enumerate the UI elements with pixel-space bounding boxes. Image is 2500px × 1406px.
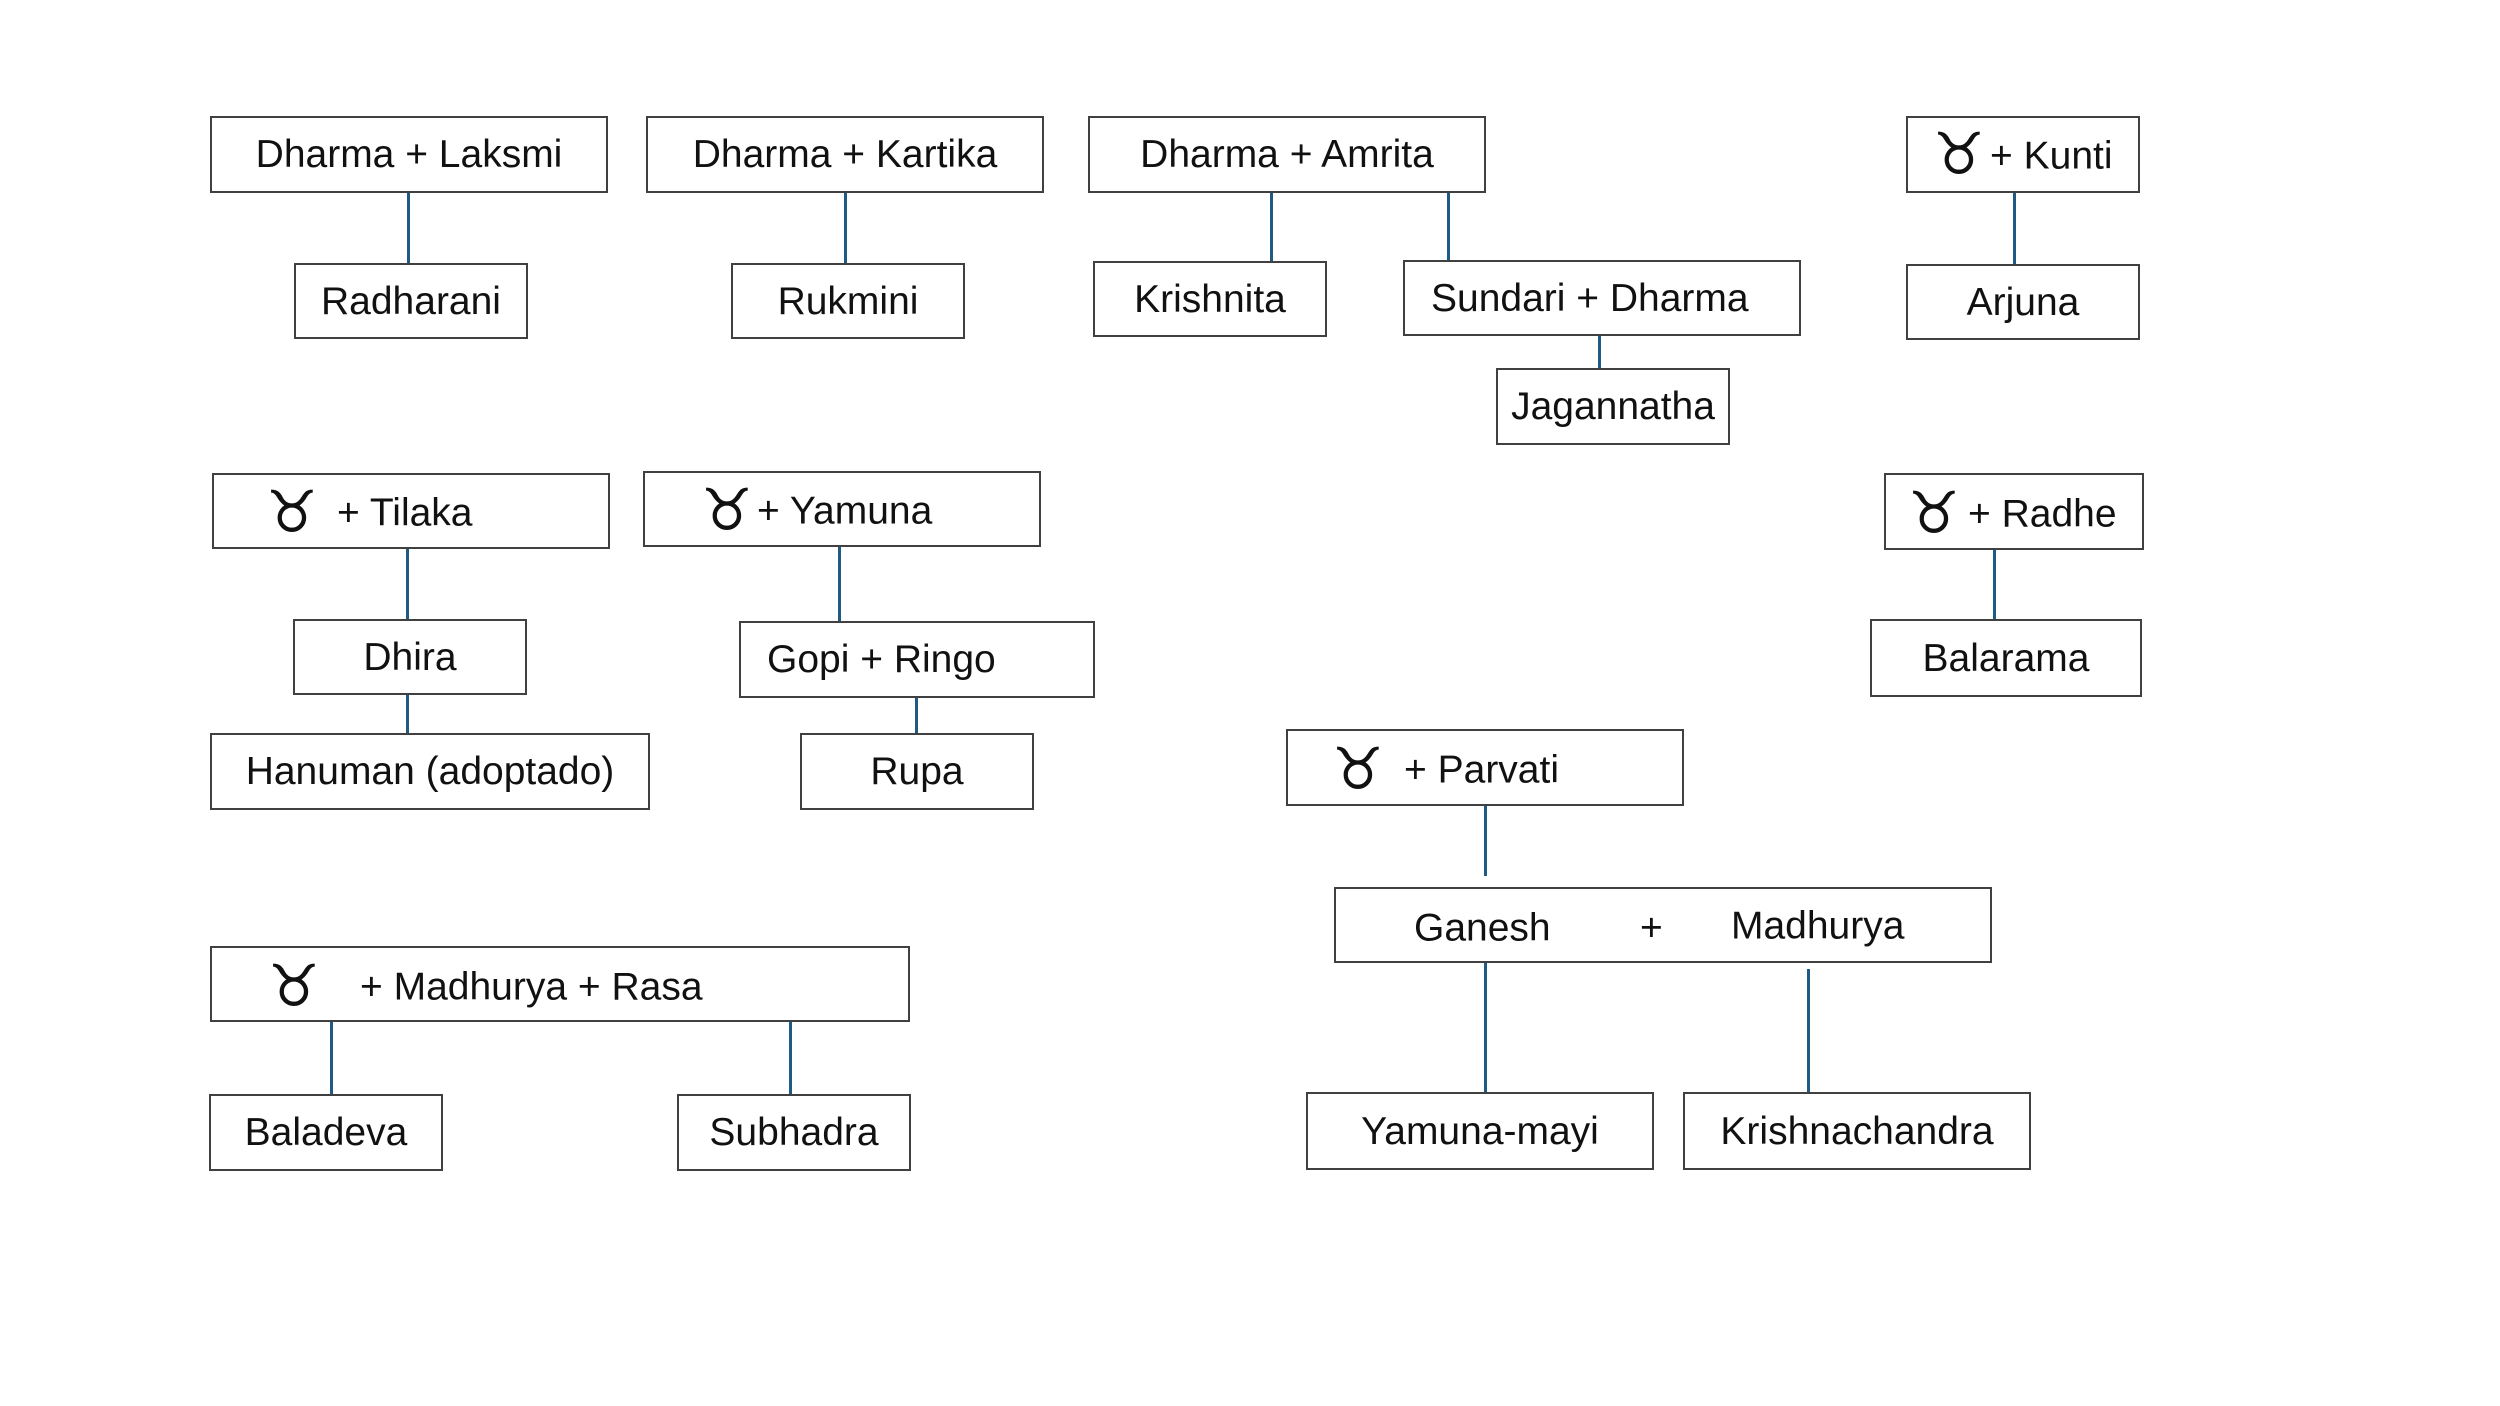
connector bbox=[1807, 969, 1810, 1097]
node-balarama: Balarama bbox=[1870, 619, 2142, 697]
node-subhadra: Subhadra bbox=[677, 1094, 911, 1171]
node-label: Rupa bbox=[870, 750, 964, 793]
node-taurus-yamuna: ♉ + Yamuna bbox=[643, 471, 1041, 547]
node-dhira: Dhira bbox=[293, 619, 527, 695]
taurus-icon: ♉ bbox=[1908, 479, 1960, 547]
node-label: + Tilaka bbox=[337, 491, 473, 535]
node-ganesh-madhurya: Ganesh + Madhurya bbox=[1334, 887, 1992, 963]
node-baladeva: Baladeva bbox=[209, 1094, 443, 1171]
node-label: Rukmini bbox=[777, 279, 919, 323]
node-label: Subhadra bbox=[709, 1111, 879, 1154]
node-yamuna-mayi: Yamuna-mayi bbox=[1306, 1092, 1654, 1170]
node-label: Krishnachandra bbox=[1720, 1109, 1994, 1153]
node-label: + Madhurya + Rasa bbox=[360, 965, 703, 1009]
node-taurus-madhurya-rasa: ♉ + Madhurya + Rasa bbox=[210, 946, 910, 1022]
node-krishnita: Krishnita bbox=[1093, 261, 1327, 337]
node-label: Sundari + Dharma bbox=[1431, 276, 1749, 320]
node-label: + Kunti bbox=[1990, 134, 2113, 178]
connector bbox=[330, 1020, 333, 1095]
connector bbox=[1598, 334, 1601, 368]
node-label: Dhira bbox=[363, 635, 457, 679]
node-krishnachandra: Krishnachandra bbox=[1683, 1092, 2031, 1170]
taurus-icon: ♉ bbox=[266, 478, 318, 546]
taurus-icon: ♉ bbox=[1332, 735, 1384, 803]
node-taurus-kunti: ♉ + Kunti bbox=[1906, 116, 2140, 193]
connector bbox=[406, 548, 409, 619]
connector bbox=[1484, 804, 1487, 876]
node-taurus-tilaka: ♉ + Tilaka bbox=[212, 473, 610, 549]
node-label: Gopi + Ringo bbox=[767, 638, 996, 681]
connector bbox=[407, 192, 410, 263]
node-label: Krishnita bbox=[1134, 277, 1286, 321]
taurus-icon: ♉ bbox=[1933, 120, 1985, 188]
taurus-icon: ♉ bbox=[268, 952, 320, 1020]
connector bbox=[915, 696, 918, 734]
node-taurus-radhe: ♉ + Radhe bbox=[1884, 473, 2144, 550]
node-label: Jagannatha bbox=[1511, 385, 1715, 428]
node-label: Dharma + Amrita bbox=[1140, 133, 1434, 176]
node-rupa: Rupa bbox=[800, 733, 1034, 810]
connector bbox=[406, 694, 409, 734]
node-label: + Radhe bbox=[1968, 492, 2117, 536]
plus-sign: + bbox=[1640, 906, 1663, 950]
node-label: Balarama bbox=[1922, 636, 2090, 680]
node-label: Dharma + Laksmi bbox=[255, 133, 563, 176]
node-label: + Parvati bbox=[1404, 748, 1559, 792]
node-jagannatha: Jagannatha bbox=[1496, 368, 1730, 445]
node-label: Arjuna bbox=[1966, 280, 2080, 324]
node-label: Yamuna-mayi bbox=[1361, 1109, 1599, 1153]
connector bbox=[789, 1020, 792, 1095]
node-label: Ganesh bbox=[1414, 906, 1551, 950]
node-rukmini: Rukmini bbox=[731, 263, 965, 339]
node-label: Dharma + Kartika bbox=[692, 133, 998, 176]
node-label: + Yamuna bbox=[757, 489, 933, 533]
connector bbox=[844, 192, 847, 263]
node-label: Baladeva bbox=[244, 1111, 408, 1154]
node-arjuna: Arjuna bbox=[1906, 264, 2140, 340]
node-taurus-parvati: ♉ + Parvati bbox=[1286, 729, 1684, 806]
node-label: Radharani bbox=[321, 279, 501, 323]
node-dharma-laksmi: Dharma + Laksmi bbox=[210, 116, 608, 193]
node-radharani: Radharani bbox=[294, 263, 528, 339]
node-label: Hanuman (adoptado) bbox=[245, 750, 615, 793]
node-dharma-kartika: Dharma + Kartika bbox=[646, 116, 1044, 193]
node-hanuman: Hanuman (adoptado) bbox=[210, 733, 650, 810]
connector bbox=[1993, 548, 1996, 619]
connector bbox=[1447, 192, 1450, 262]
node-label: Madhurya bbox=[1731, 904, 1905, 948]
connector bbox=[1484, 962, 1487, 1093]
connector bbox=[838, 546, 841, 621]
connector bbox=[1270, 192, 1273, 261]
node-dharma-amrita: Dharma + Amrita bbox=[1088, 116, 1486, 193]
node-sundari-dharma: Sundari + Dharma bbox=[1403, 260, 1801, 336]
taurus-icon: ♉ bbox=[701, 476, 753, 544]
node-gopi-ringo: Gopi + Ringo bbox=[739, 621, 1095, 698]
connector bbox=[2013, 192, 2016, 264]
